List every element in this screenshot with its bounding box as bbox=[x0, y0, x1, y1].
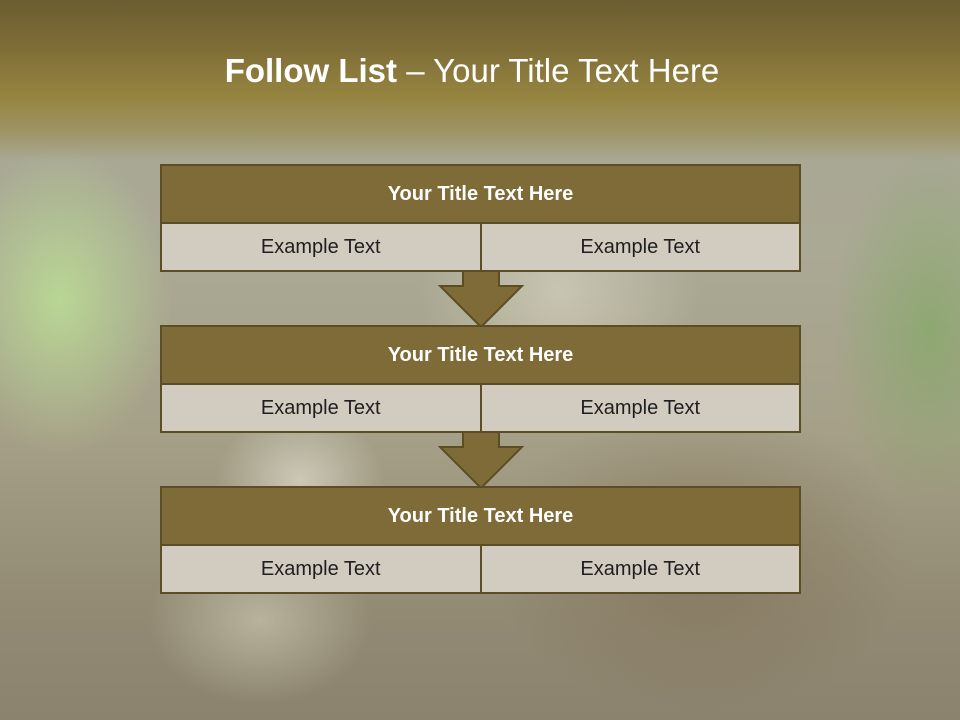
block-row: Example Text Example Text bbox=[162, 224, 799, 270]
block-title: Your Title Text Here bbox=[162, 327, 799, 385]
block-row: Example Text Example Text bbox=[162, 385, 799, 431]
block-cell-right: Example Text bbox=[479, 546, 799, 592]
down-arrow-icon bbox=[438, 270, 524, 328]
block-cell-left: Example Text bbox=[162, 385, 480, 431]
slide-title-bold: Follow List bbox=[224, 52, 398, 89]
block-cell-left: Example Text bbox=[162, 224, 480, 270]
block-cell-right: Example Text bbox=[479, 224, 799, 270]
slide-title-rest: – Your Title Text Here bbox=[397, 52, 720, 89]
list-block-1: Your Title Text Here Example Text Exampl… bbox=[160, 164, 801, 272]
list-block-3: Your Title Text Here Example Text Exampl… bbox=[160, 486, 801, 594]
block-title: Your Title Text Here bbox=[162, 488, 799, 546]
slide-title: Follow List – Your Title Text Here bbox=[0, 52, 944, 90]
block-title: Your Title Text Here bbox=[162, 166, 799, 224]
block-row: Example Text Example Text bbox=[162, 546, 799, 592]
down-arrow-icon bbox=[438, 431, 524, 489]
block-cell-right: Example Text bbox=[479, 385, 799, 431]
block-cell-left: Example Text bbox=[162, 546, 480, 592]
header-band bbox=[0, 0, 960, 160]
list-block-2: Your Title Text Here Example Text Exampl… bbox=[160, 325, 801, 433]
